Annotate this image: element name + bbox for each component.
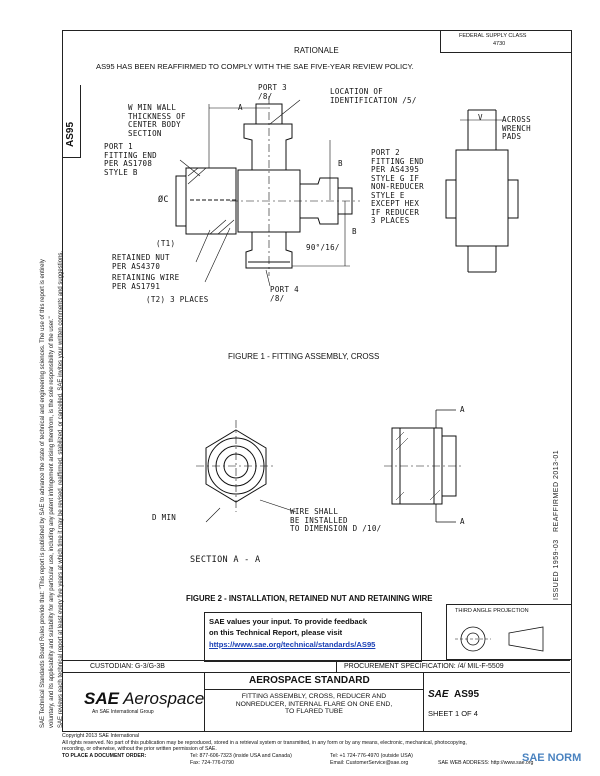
- label-dia-c: ØC: [158, 195, 169, 205]
- brand-sub: An SAE International Group: [92, 709, 154, 715]
- footer-email: Email: CustomerService@sae.org: [330, 760, 409, 766]
- label-dim-v: V: [478, 113, 483, 122]
- feedback-line1: SAE values your input. To provide feedba…: [209, 617, 368, 626]
- fsc-box: FEDERAL SUPPLY CLASS 4730: [440, 30, 571, 53]
- sheet-number: SHEET 1 OF 4: [428, 709, 478, 718]
- doc-id-side: AS95: [65, 121, 76, 147]
- footer-tel1: Tel: 877-606-7323 (inside USA and Canada…: [190, 753, 292, 759]
- label-a-top: A: [460, 405, 465, 414]
- document-title: FITTING ASSEMBLY, CROSS, REDUCER AND NON…: [235, 693, 393, 716]
- fsc-value: 4730: [493, 41, 506, 47]
- label-dim-b1: B: [338, 159, 343, 168]
- brand-aerospace: Aerospace: [123, 689, 205, 708]
- document-number: AS95: [454, 689, 480, 700]
- label-wire-note: WIRE SHALL BE INSTALLED TO DIMENSION D /…: [290, 507, 382, 533]
- label-wall: W MIN WALL THICKNESS OF CENTER BODY SECT…: [128, 103, 186, 138]
- issued-date: ISSUED 1959-03: [553, 539, 560, 600]
- feedback-link[interactable]: https://www.sae.org/technical/standards/…: [209, 640, 376, 649]
- label-across: ACROSS WRENCH PADS: [502, 115, 531, 141]
- custodian: CUSTODIAN: G-3/G-3B: [90, 663, 165, 670]
- standard-heading: AEROSPACE STANDARD: [249, 675, 370, 686]
- feedback-line2: on this Technical Report, please visit: [209, 628, 343, 637]
- watermark: SAE NORM: [522, 752, 582, 764]
- sae-mark: SAE: [428, 689, 449, 700]
- label-a-bottom: A: [460, 517, 465, 526]
- label-dim-a: A: [238, 103, 243, 112]
- label-port3: PORT 3 /8/: [258, 83, 287, 101]
- label-port1: PORT 1 FITTING END PER AS1708 STYLE B: [104, 142, 157, 177]
- reaffirmed-date: REAFFIRMED 2013-01: [553, 449, 560, 532]
- label-port4: PORT 4 /8/: [270, 285, 299, 303]
- footer-fax: Fax: 724-776-0790: [190, 760, 234, 766]
- label-t2: (T2) 3 PLACES: [146, 295, 209, 304]
- footer-copyright: Copyright 2013 SAE International: [62, 733, 139, 739]
- rationale-heading: RATIONALE: [294, 46, 339, 55]
- side-note-1: SAE Technical Standards Board Rules prov…: [40, 259, 46, 728]
- label-port2: PORT 2 FITTING END PER AS4395 STYLE G IF…: [371, 148, 424, 225]
- label-retaining-wire: RETAINING WIRE PER AS1791: [112, 273, 180, 291]
- label-section: SECTION A - A: [190, 555, 261, 565]
- projection-box: THIRD ANGLE PROJECTION: [446, 604, 571, 660]
- footer-rights1: All rights reserved. No part of this pub…: [62, 740, 467, 746]
- label-d-min: D MIN: [152, 513, 177, 522]
- label-angle: 90°/16/: [306, 243, 340, 252]
- doc-id-box: AS95: [62, 85, 81, 158]
- label-retained-nut: RETAINED NUT PER AS4370: [112, 253, 170, 271]
- feedback-box: SAE values your input. To provide feedba…: [204, 612, 422, 662]
- side-note-2: voluntary, and its applicability and sui…: [49, 316, 55, 728]
- brand-logo: SAE Aerospace: [84, 689, 204, 709]
- footer-web: SAE WEB ADDRESS: http://www.sae.org: [438, 760, 534, 766]
- drawing-frame: [62, 30, 572, 732]
- custodian-row: CUSTODIAN: G-3/G-3B PROCUREMENT SPECIFIC…: [62, 660, 570, 673]
- title-block: SAE Aerospace An SAE International Group…: [62, 672, 570, 731]
- footer-rights2: recording, or otherwise, without the pri…: [62, 746, 217, 752]
- side-note-3: SAE reviews each technical report at lea…: [58, 250, 64, 728]
- footer-tel2: Tel: +1 724-776-4970 (outside USA): [330, 753, 413, 759]
- figure1-caption: FIGURE 1 - FITTING ASSEMBLY, CROSS: [228, 352, 380, 361]
- label-location: LOCATION OF IDENTIFICATION /5/: [330, 87, 417, 105]
- footer-order: TO PLACE A DOCUMENT ORDER:: [62, 753, 147, 759]
- rationale-statement: AS95 HAS BEEN REAFFIRMED TO COMPLY WITH …: [96, 62, 414, 71]
- brand-sae: SAE: [84, 689, 119, 708]
- projection-symbol: [455, 626, 544, 652]
- label-dim-b2: B: [352, 227, 357, 236]
- figure2-caption: FIGURE 2 - INSTALLATION, RETAINED NUT AN…: [186, 594, 433, 603]
- label-t1: (T1): [156, 239, 176, 248]
- projection-label: THIRD ANGLE PROJECTION: [455, 608, 529, 614]
- fsc-label: FEDERAL SUPPLY CLASS: [459, 33, 527, 39]
- procurement: PROCUREMENT SPECIFICATION: /4/ MIL-F-550…: [344, 663, 504, 670]
